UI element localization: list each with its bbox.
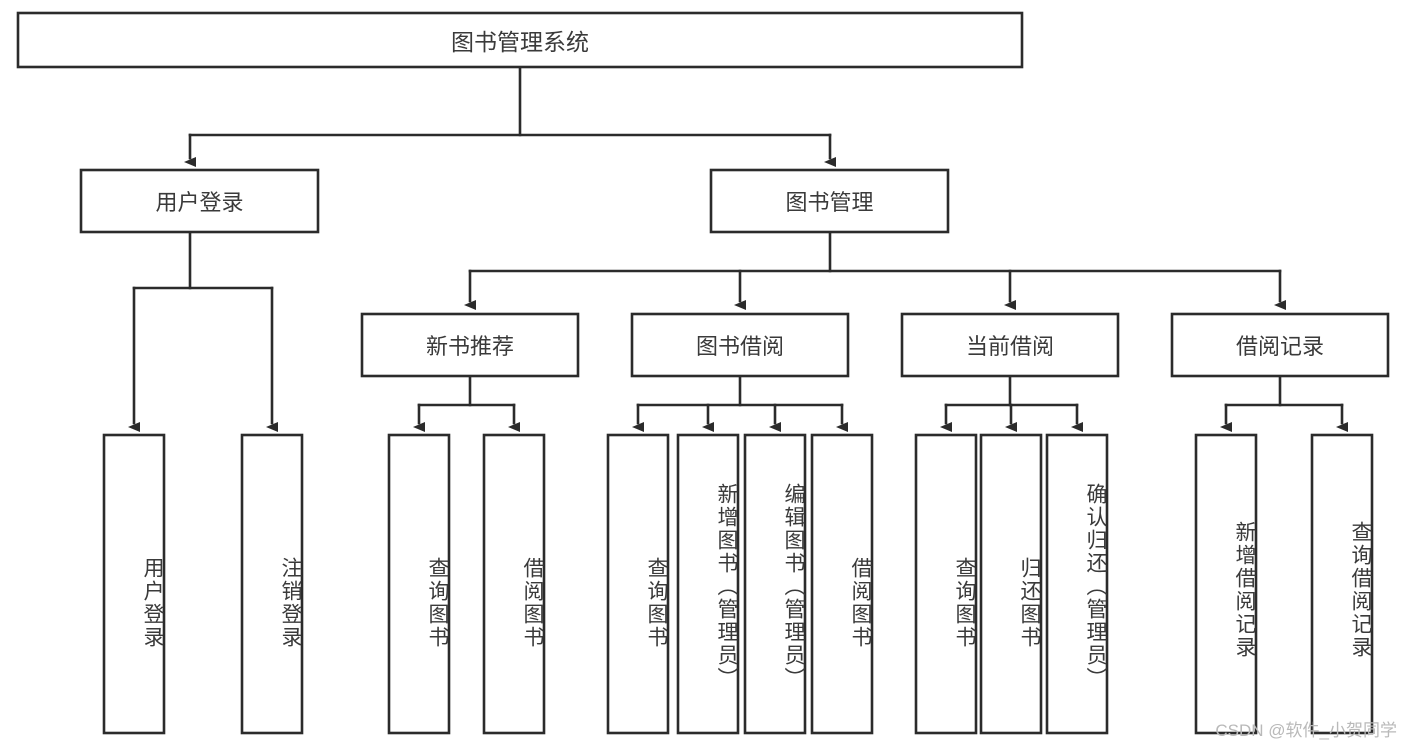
node-box-leaf-add-book[interactable] xyxy=(676,433,740,735)
node-box-new-book-rec[interactable] xyxy=(360,312,580,378)
node-box-leaf-user-logout[interactable] xyxy=(240,433,304,735)
node-box-leaf-query-book-cb[interactable] xyxy=(914,433,978,735)
edges-group xyxy=(128,65,1348,432)
node-box-leaf-return-book[interactable] xyxy=(979,433,1043,735)
node-box-root[interactable] xyxy=(16,11,1024,69)
node-box-leaf-edit-book[interactable] xyxy=(743,433,807,735)
node-box-leaf-borrow-book-bb[interactable] xyxy=(810,433,874,735)
node-box-book-manage[interactable] xyxy=(709,168,950,234)
node-box-leaf-add-record[interactable] xyxy=(1194,433,1258,735)
node-box-leaf-confirm-return[interactable] xyxy=(1045,433,1109,735)
node-box-borrow-record[interactable] xyxy=(1170,312,1390,378)
node-box-book-borrow[interactable] xyxy=(630,312,850,378)
node-box-current-borrow[interactable] xyxy=(900,312,1120,378)
node-box-leaf-query-record[interactable] xyxy=(1310,433,1374,735)
node-box-leaf-query-book-bb[interactable] xyxy=(606,433,670,735)
node-box-leaf-user-login[interactable] xyxy=(102,433,166,735)
nodes-group xyxy=(16,11,1390,735)
node-box-leaf-query-book-rec[interactable] xyxy=(387,433,451,735)
node-box-leaf-borrow-book-rec[interactable] xyxy=(482,433,546,735)
node-box-user-login[interactable] xyxy=(79,168,320,234)
